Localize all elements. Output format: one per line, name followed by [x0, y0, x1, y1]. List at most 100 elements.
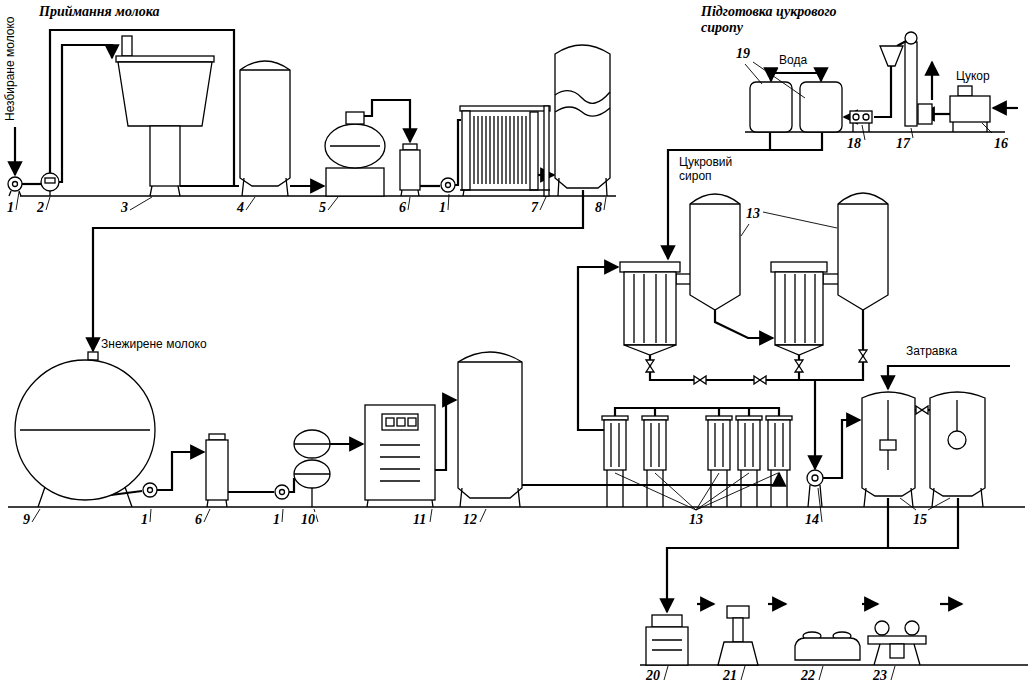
equipment-drawing — [644, 420, 666, 470]
floor-line — [8, 506, 1025, 507]
equipment-drawing — [460, 106, 550, 111]
equipment-drawing — [441, 178, 455, 192]
callout-number: 7 — [530, 200, 539, 216]
pipe-line — [697, 603, 714, 605]
callout-number: 1 — [438, 200, 447, 216]
equipment-drawing — [460, 190, 550, 196]
callout-number: 2 — [36, 200, 45, 216]
equipment-drawing — [624, 345, 676, 355]
equipment-drawing — [890, 644, 904, 658]
equipment-drawing — [880, 46, 903, 66]
equipment-drawing — [458, 352, 522, 498]
leader-line — [16, 62, 992, 680]
callout-number: 13 — [745, 206, 761, 222]
leader-line — [615, 473, 778, 510]
pipe-line — [993, 107, 1018, 109]
pipe-line — [50, 30, 239, 186]
pipe-line — [650, 310, 863, 380]
callout-number: 6 — [398, 200, 407, 216]
equipment-drawing — [958, 86, 972, 96]
pipe-line — [771, 72, 821, 74]
equipment-drawing — [905, 621, 919, 635]
callout-number: 11 — [412, 512, 427, 528]
pipe-line — [180, 185, 234, 187]
callout-number: 14 — [804, 512, 820, 528]
equipment-drawing — [875, 621, 889, 635]
pipe-line — [823, 420, 860, 478]
pipe-line — [820, 73, 822, 81]
callout-number: 23 — [872, 668, 888, 684]
callout-number: 4 — [236, 200, 245, 216]
equipment-drawing — [708, 420, 730, 470]
pipe-line — [655, 408, 749, 420]
pipe-line — [93, 190, 583, 351]
equipment-drawing — [800, 82, 842, 132]
equipment-drawing — [918, 104, 932, 124]
equipment-drawing — [838, 203, 888, 204]
equipment-drawing — [20, 430, 150, 507]
pipe-line — [157, 452, 204, 490]
pipe-line — [22, 183, 41, 185]
equipment-drawing — [209, 434, 225, 440]
pipe-line — [844, 116, 850, 118]
callout-number: 6 — [194, 512, 203, 528]
callout-number: 19 — [735, 46, 751, 62]
equipment-drawing — [462, 111, 470, 190]
equipment-drawing — [401, 190, 419, 196]
equipment-drawing — [738, 420, 760, 470]
pipe-line — [615, 408, 779, 420]
stream-label: Знежирене молоко — [100, 338, 208, 352]
equipment-drawing — [624, 272, 676, 345]
equipment-drawing — [280, 490, 285, 495]
equipment-drawing — [530, 112, 538, 190]
equipment-drawing — [905, 42, 917, 126]
pipe-line — [228, 491, 274, 493]
pipe-line — [289, 478, 294, 492]
equipment-drawing — [408, 418, 416, 426]
callout-number: 13 — [688, 512, 704, 528]
equipment-drawing — [634, 274, 666, 343]
leader-line — [745, 62, 992, 140]
equipment-drawing — [49, 191, 50, 196]
equipment-drawing — [555, 45, 610, 188]
pipe-line — [769, 133, 771, 150]
equipment-drawing — [863, 114, 869, 120]
equipment-drawing — [397, 418, 405, 426]
leader-line — [818, 488, 950, 522]
equipment-drawing — [365, 405, 435, 500]
equipment-drawing — [326, 168, 384, 196]
equipment-drawing — [150, 126, 180, 186]
equipment-drawing — [88, 352, 98, 360]
equipment-drawing — [367, 445, 433, 507]
equipment-drawing — [646, 360, 654, 372]
equipment-drawing — [446, 183, 451, 188]
equipment-drawing — [294, 444, 330, 474]
callout-number: 1 — [6, 200, 15, 216]
equipment-drawing — [474, 116, 526, 184]
equipment-drawing — [850, 111, 872, 123]
equipment-drawing — [206, 440, 228, 500]
floor-line — [640, 664, 1028, 665]
callout-number: 21 — [722, 668, 738, 684]
pipe-line — [862, 603, 878, 605]
equipment-drawing — [905, 32, 917, 44]
equipment-drawing — [611, 423, 783, 467]
equipment-drawing — [41, 173, 59, 191]
equipment-drawing — [386, 418, 394, 426]
equipment-drawing — [403, 144, 417, 150]
pipe-line — [435, 400, 456, 470]
equipment-drawing — [718, 642, 758, 665]
equipment-drawing — [864, 400, 913, 507]
callout-number: 17 — [895, 136, 911, 152]
callout-number: 3 — [120, 200, 129, 216]
callout-number: 1 — [272, 512, 281, 528]
pipe-line — [578, 267, 618, 430]
callout-number: 1 — [140, 512, 149, 528]
pipe-line — [290, 185, 324, 187]
equipment-drawing — [8, 177, 22, 191]
equipment-drawing — [604, 420, 626, 470]
equipment-drawing — [771, 262, 827, 272]
equipment-drawing — [122, 36, 132, 56]
equipment-drawing — [45, 178, 55, 183]
equipment-drawing — [8, 32, 990, 665]
